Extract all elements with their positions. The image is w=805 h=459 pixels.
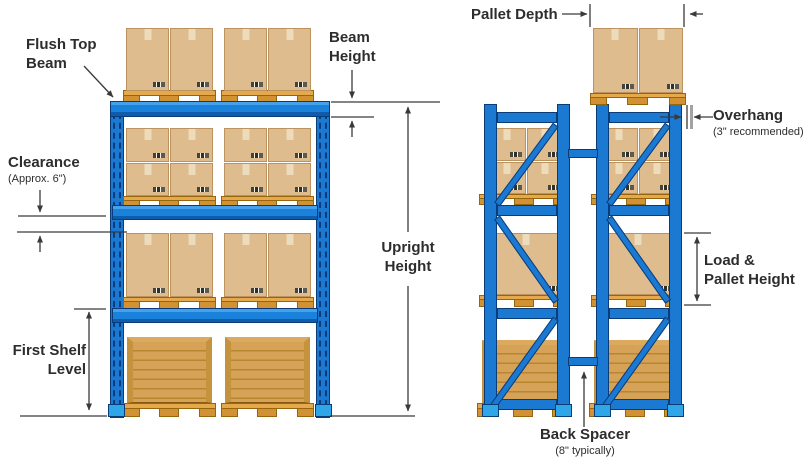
shelf-beam bbox=[112, 205, 318, 220]
first-shelf-level-label: First Shelf Level bbox=[4, 341, 86, 379]
overhang-note: (3" recommended) bbox=[713, 126, 804, 138]
carton-box bbox=[170, 128, 213, 162]
pallet-block bbox=[123, 408, 140, 417]
horizontal-brace bbox=[497, 112, 557, 123]
flush-top-beam-label: Flush Top Beam bbox=[26, 35, 97, 73]
clearance-title: Clearance bbox=[8, 154, 80, 171]
pallet-block bbox=[626, 299, 646, 307]
base-plate bbox=[108, 404, 125, 417]
back-spacer-title: Back Spacer bbox=[539, 426, 631, 443]
back-spacer-label: Back Spacer (8" typically) bbox=[532, 425, 638, 458]
pallet-block bbox=[257, 408, 277, 417]
wooden-crate bbox=[127, 337, 212, 403]
beam-height-label: Beam Height bbox=[329, 28, 376, 66]
overhang-label: Overhang (3" recommended) bbox=[713, 106, 804, 139]
carton-box bbox=[224, 233, 267, 297]
beam-height-line2: Height bbox=[329, 48, 376, 65]
pallet-block bbox=[199, 408, 216, 417]
carton-box bbox=[268, 233, 311, 297]
carton-box bbox=[268, 128, 311, 162]
wooden-crate bbox=[225, 337, 310, 403]
horizontal-brace bbox=[497, 205, 557, 216]
load-pallet-line2: Pallet Height bbox=[704, 271, 795, 288]
overhang-title: Overhang bbox=[713, 107, 784, 124]
carton-box bbox=[170, 28, 213, 91]
pallet-block bbox=[627, 97, 648, 105]
pallet-depth-label: Pallet Depth bbox=[471, 6, 558, 23]
beam-height-line1: Beam bbox=[329, 29, 370, 46]
flush-top-beam-line1: Flush Top bbox=[26, 36, 97, 53]
upright-post bbox=[316, 101, 330, 418]
pallet-depth-dimension bbox=[562, 4, 703, 27]
horizontal-brace bbox=[609, 399, 669, 410]
horizontal-brace bbox=[497, 399, 557, 410]
load-pallet-height-label: Load & Pallet Height bbox=[704, 251, 795, 289]
pallet-block bbox=[590, 97, 607, 105]
carton-box bbox=[170, 233, 213, 297]
carton-box bbox=[268, 162, 311, 196]
base-plate bbox=[594, 404, 611, 417]
flush-top-beam-line2: Beam bbox=[26, 55, 67, 72]
back-spacer-note: (8" typically) bbox=[555, 445, 615, 457]
carton-box bbox=[126, 233, 169, 297]
base-plate bbox=[315, 404, 332, 417]
frame-post bbox=[484, 104, 497, 417]
carton-box bbox=[268, 28, 311, 91]
carton-box bbox=[638, 28, 683, 93]
upright-post bbox=[110, 101, 124, 418]
carton-box bbox=[224, 128, 267, 162]
upright-height-line2: Height bbox=[384, 258, 432, 275]
back-spacer-bar bbox=[568, 357, 598, 366]
shelf-beam bbox=[112, 308, 318, 323]
base-plate bbox=[555, 404, 572, 417]
carton-box bbox=[224, 28, 267, 91]
pallet-block bbox=[514, 299, 534, 307]
back-spacer-bar bbox=[568, 149, 598, 158]
pallet-block bbox=[221, 408, 238, 417]
first-shelf-line1: First Shelf bbox=[12, 342, 86, 359]
pallet-block bbox=[159, 408, 179, 417]
upright-height-line1: Upright bbox=[381, 239, 435, 256]
carton-box bbox=[224, 162, 267, 196]
pallet-block bbox=[514, 198, 534, 205]
base-plate bbox=[667, 404, 684, 417]
pallet-block bbox=[297, 408, 314, 417]
pallet-block bbox=[626, 198, 646, 205]
upright-height-label: Upright Height bbox=[368, 238, 448, 276]
horizontal-brace bbox=[609, 112, 669, 123]
carton-box bbox=[126, 162, 169, 196]
frame-post bbox=[669, 104, 682, 417]
clearance-note: (Approx. 6") bbox=[8, 173, 67, 185]
carton-box bbox=[126, 128, 169, 162]
base-plate bbox=[482, 404, 499, 417]
carton-box bbox=[593, 28, 638, 93]
pallet-block bbox=[669, 97, 686, 105]
horizontal-brace bbox=[609, 308, 669, 319]
load-pallet-line1: Load & bbox=[704, 252, 755, 269]
first-shelf-line2: Level bbox=[47, 361, 86, 378]
horizontal-brace bbox=[497, 308, 557, 319]
carton-box bbox=[126, 28, 169, 91]
carton-box bbox=[170, 162, 213, 196]
clearance-label: Clearance (Approx. 6") bbox=[8, 153, 80, 186]
flush-top-beam bbox=[110, 101, 330, 117]
horizontal-brace bbox=[609, 205, 669, 216]
beam-height-dimension bbox=[331, 70, 440, 137]
